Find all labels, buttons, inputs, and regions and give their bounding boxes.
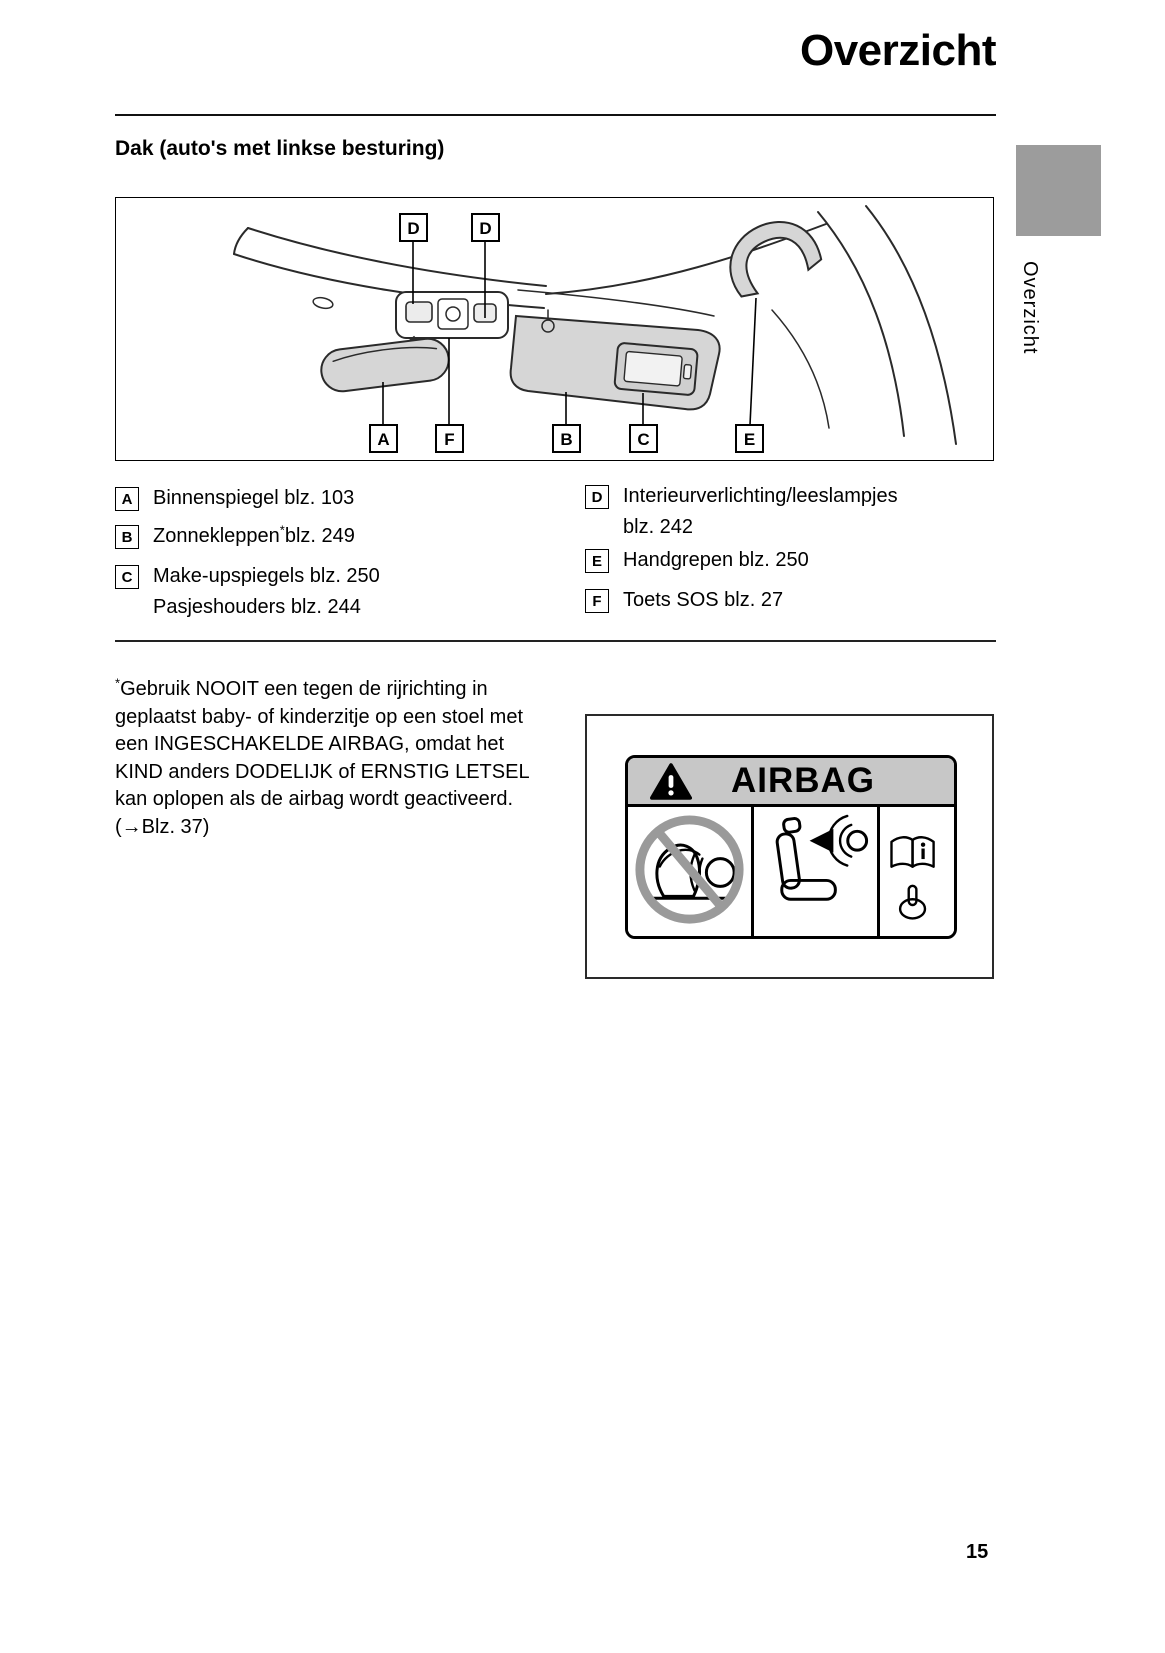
legend-text-d: Interieurverlichting/leeslampjes blz. 24… <box>623 484 898 540</box>
legend-text-d-line1: Interieurverlichting/leeslampjes <box>623 485 898 507</box>
legend-text-b-post: blz. 249 <box>284 525 355 547</box>
legend-item-d: D Interieurverlichting/leeslampjes blz. … <box>585 484 898 540</box>
pointing-hand-icon <box>898 884 927 920</box>
legend-text-c-line2: Pasjeshouders blz. 244 <box>153 596 361 618</box>
no-rear-facing-child-seat-icon <box>628 807 754 936</box>
airbag-label-panels <box>628 807 954 936</box>
overhead-console <box>395 291 509 339</box>
rearview-mirror-shape <box>320 337 450 393</box>
airbag-title: AIRBAG <box>730 761 876 800</box>
legend-text-a: Binnenspiegel blz. 103 <box>153 487 355 509</box>
callout-a: A <box>377 430 389 449</box>
legend-text-f: Toets SOS blz. 27 <box>623 589 784 611</box>
footnote-text: *Gebruik NOOIT een tegen de rijrichting … <box>115 676 555 841</box>
section-divider <box>115 640 996 642</box>
section-heading: Dak (auto's met linkse besturing) <box>115 137 445 160</box>
header-rule <box>115 114 996 116</box>
legend-text-d-line2: blz. 242 <box>623 516 694 538</box>
legend-text-b: Zonnekleppen*blz. 249 <box>153 522 355 549</box>
legend-key-a: A <box>115 487 139 511</box>
roof-diagram-figure: D D A F B C E <box>115 197 994 461</box>
legend-key-d: D <box>585 485 609 509</box>
legend-text-e: Handgrepen blz. 250 <box>623 549 809 571</box>
grab-handle-shape <box>729 221 823 298</box>
a-pillar-lines <box>771 205 957 445</box>
vanity-mirror-shape <box>613 342 699 396</box>
visor-stored-outline <box>517 289 715 317</box>
airbag-warning-label: AIRBAG <box>625 755 957 939</box>
leader-lines <box>382 241 757 426</box>
chapter-tab <box>1016 145 1101 236</box>
callout-e: E <box>744 430 755 449</box>
airbag-label-header: AIRBAG <box>628 758 954 807</box>
callout-c: C <box>637 430 649 449</box>
callout-d1: D <box>407 219 419 238</box>
airbag-deployment-icon <box>754 807 880 936</box>
legend-item-c: D C Make-upspiegels blz. 250 Pasjeshoude… <box>115 564 380 620</box>
legend-key-e: E <box>585 549 609 573</box>
legend-key-b: B <box>115 525 139 549</box>
callout-f: F <box>444 430 454 449</box>
legend-item-f: F Toets SOS blz. 27 <box>585 588 783 613</box>
callout-labels: D D A F B C E <box>369 213 764 453</box>
legend-text-b-sup: * <box>279 522 285 538</box>
callout-d2: D <box>479 219 491 238</box>
airbag-warning-figure: AIRBAG <box>585 714 994 979</box>
legend-text-b-pre: Zonnekleppen <box>153 525 280 547</box>
footnote-marker: * <box>115 675 121 691</box>
visor-clip <box>541 309 555 333</box>
legend-key-c: C <box>115 565 139 589</box>
page-title: Overzicht <box>799 26 997 75</box>
callout-b: B <box>560 430 572 449</box>
legend-item-a: A Binnenspiegel blz. 103 <box>115 486 354 511</box>
legend-item-b: B Zonnekleppen*blz. 249 <box>115 522 355 549</box>
chapter-tab-vertical-label: Overzicht <box>1019 261 1041 355</box>
legend-text-c-line1: Make-upspiegels blz. 250 <box>153 565 380 587</box>
legend-text-c: Make-upspiegels blz. 250 Pasjeshouders b… <box>153 564 380 620</box>
footnote-body: Gebruik NOOIT een tegen de rijrichting i… <box>115 678 529 838</box>
page-number: 15 <box>966 1541 989 1563</box>
roof-diagram-drawing: D D A F B C E <box>233 205 957 453</box>
legend-item-e: E Handgrepen blz. 250 <box>585 548 809 573</box>
legend-key-f: F <box>585 589 609 613</box>
warning-triangle-icon <box>650 762 692 800</box>
read-manual-icon <box>880 807 954 936</box>
